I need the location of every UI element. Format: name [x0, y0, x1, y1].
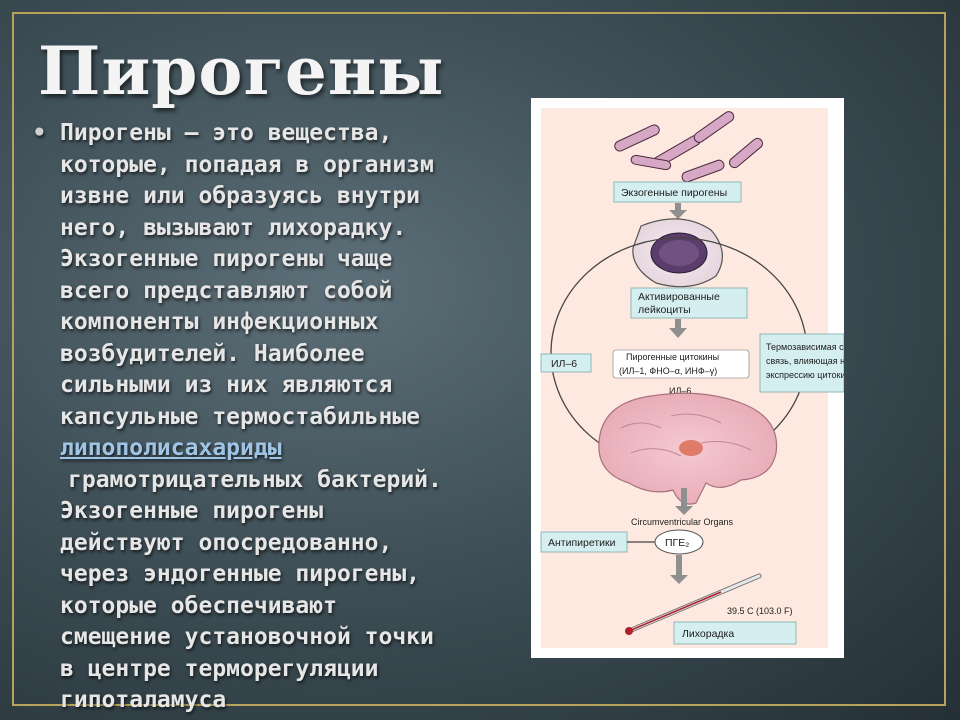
pge2-node [654, 529, 704, 555]
feedback-label-2: связь, влияющая на [766, 356, 844, 366]
cytokines-label-2: (ИЛ–1, ФНО–α, ИНФ–γ) [619, 366, 717, 376]
arrow-down-icon [675, 488, 693, 515]
il6-left-box [540, 353, 592, 373]
text-line: Экзогенные пирогены [60, 498, 324, 524]
hypothalamus-marker [679, 440, 703, 456]
feedback-box [759, 333, 844, 393]
text-line: извне или образуясь внутри [60, 183, 421, 209]
text-line: смещение установочной точки [60, 624, 434, 650]
exogenous-pyrogens-box [613, 181, 742, 203]
organs-label: Circumventricular Organs [631, 517, 734, 527]
slide-frame [12, 12, 946, 706]
body-text: • Пирогены — это вещества, которые, попа… [32, 118, 522, 717]
exogenous-pyrogens-label: Экзогенные пирогены [621, 187, 727, 199]
activated-leukocytes-box [630, 287, 748, 319]
feedback-label-1: Термозависимая сбратная [766, 342, 844, 352]
text-line: в центре терморегуляции [60, 655, 379, 682]
activated-leukocytes-label-1: Активированные [638, 291, 720, 303]
text-line: капсульные термостабильные [60, 403, 421, 430]
fever-label: Лихорадка [682, 628, 734, 640]
il6-left-label: ИЛ–6 [551, 358, 577, 370]
text-line: всего представляют собой [60, 277, 393, 304]
bacteria-icon [614, 111, 763, 183]
text-line: возбудителей. Наиболее [60, 340, 365, 367]
paragraph: Пирогены — это вещества, которые, попада… [40, 118, 522, 717]
text-line: Пирогены — это вещества, [60, 120, 393, 146]
text-line: Экзогенные пирогены чаще [60, 246, 393, 272]
fever-box [673, 621, 797, 645]
fever-pathway-diagram: Экзогенные пирогены Активированные лейко… [531, 98, 844, 658]
text-line: через эндогенные пирогены, [60, 561, 421, 587]
diagram-svg: Экзогенные пирогены Активированные лейко… [540, 108, 844, 648]
text-line: которые, попадая в организм [60, 151, 434, 178]
cytokines-box [612, 349, 750, 379]
lipopolysaccharides-link[interactable]: липополисахариды [60, 435, 282, 461]
text-line: действуют опосредованно, [60, 529, 393, 556]
cytokines-label-1: Пирогенные цитокины [626, 352, 719, 362]
text-line: которые обеспечивают [60, 592, 337, 619]
antipyretics-label: Антипиретики [548, 537, 616, 549]
pge2-label: ПГЕ₂ [665, 537, 689, 549]
arrow-down-icon [669, 203, 687, 219]
text-line: гипоталамуса [60, 687, 227, 713]
activated-leukocytes-label-2: лейкоциты [638, 304, 691, 316]
text-line: него, вызывают лихорадку. [60, 214, 407, 241]
arrow-down-icon [670, 555, 688, 584]
temperature-label: 39.5 C (103.0 F) [727, 606, 793, 616]
feedback-label-3: экспрессию цитокинов [766, 370, 844, 380]
text-line: компоненты инфекционных [60, 309, 379, 335]
arrow-down-icon [669, 319, 687, 338]
slide-title: Пирогены [38, 32, 445, 110]
thermometer-icon [625, 573, 762, 635]
text-line: грамотрицательных бактерий. [68, 466, 442, 493]
il6-mid-label: ИЛ–6 [669, 386, 691, 396]
text-line: сильными из них являются [60, 372, 393, 398]
bullet-icon: • [32, 120, 47, 146]
